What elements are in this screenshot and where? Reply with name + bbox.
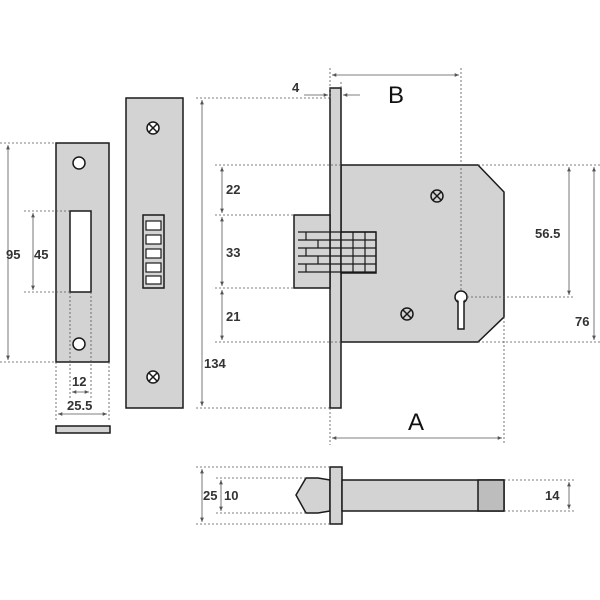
lock-screw-top-icon bbox=[430, 189, 444, 203]
lock-body bbox=[293, 87, 505, 409]
bolt-side-case bbox=[341, 479, 505, 512]
forend-dimensions bbox=[196, 97, 330, 409]
top-offset-label: 22 bbox=[226, 182, 240, 197]
strike-hole-height-label: 45 bbox=[34, 247, 48, 262]
strike-hole-width-label: 12 bbox=[72, 374, 86, 389]
forend-height-label: 134 bbox=[204, 356, 226, 371]
strike-plate-hole bbox=[69, 210, 92, 293]
strike-plate-screw-top-icon bbox=[72, 156, 86, 170]
strike-width-label: 25.5 bbox=[67, 398, 92, 413]
strike-plate-dimensions bbox=[0, 142, 110, 420]
body-thickness-label: 14 bbox=[545, 488, 560, 503]
bolt-throw-label: 10 bbox=[224, 488, 238, 503]
strike-plate bbox=[55, 142, 111, 434]
bolt-side-case-end bbox=[477, 479, 505, 512]
bolt-side-forend bbox=[329, 466, 343, 525]
bolt-side-head bbox=[295, 477, 331, 514]
strike-height-label: 95 bbox=[6, 247, 20, 262]
forend-thickness-label: 4 bbox=[292, 80, 300, 95]
forend-plate bbox=[125, 97, 184, 409]
forend-bolt-face bbox=[142, 214, 165, 289]
forend-screw-bottom-icon bbox=[146, 370, 160, 384]
bolt-height-label: 33 bbox=[226, 245, 240, 260]
bolt-overall-label: 25 bbox=[203, 488, 217, 503]
bolt-side-view bbox=[295, 466, 505, 525]
lock-body-dimensions bbox=[215, 68, 600, 445]
bottom-offset-label: 21 bbox=[226, 309, 240, 324]
keyhole-centre-label: 56.5 bbox=[535, 226, 560, 241]
strike-plate-screw-bottom-icon bbox=[72, 337, 86, 351]
case-width-label: A bbox=[408, 409, 424, 436]
backset-label: B bbox=[388, 82, 404, 109]
case-height-label: 76 bbox=[575, 314, 589, 329]
lock-screw-bottom-icon bbox=[400, 307, 414, 321]
lock-bolt bbox=[293, 214, 377, 289]
forend-screw-top-icon bbox=[146, 121, 160, 135]
bolt-side-dimensions bbox=[196, 466, 575, 525]
strike-plate-edge-view bbox=[55, 425, 111, 434]
